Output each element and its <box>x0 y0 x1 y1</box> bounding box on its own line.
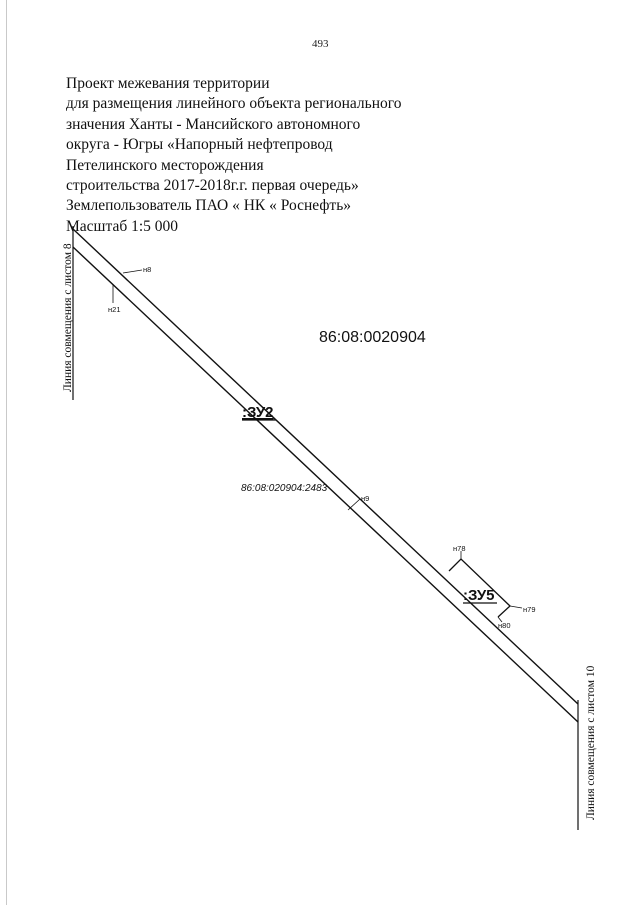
title-line-3: значения Ханты - Мансийского автономного <box>66 115 361 133</box>
zone-label-zu2: :ЗУ2 <box>242 404 274 421</box>
cadastral-block-number: 86:08:0020904 <box>319 329 426 346</box>
title-line-5: Петелинского месторождения <box>66 156 264 174</box>
title-line-7: Землепользователь ПАО « НК « Роснефть» <box>66 197 352 215</box>
title-line-2: для размещения линейного объекта региона… <box>66 95 402 113</box>
leader-n9 <box>347 498 361 511</box>
point-label-n78: н78 <box>453 544 465 553</box>
title-line-6: строительства 2017-2018г.г. первая очере… <box>66 177 359 195</box>
corridor-lower-boundary <box>72 246 579 723</box>
parcel-number: 86:08:020904:2483 <box>241 483 328 494</box>
zu5-extension-boundary <box>448 558 511 618</box>
binding-margin-line <box>6 0 7 905</box>
left-match-line-label: Линия совмещения с листом 8 <box>62 243 74 392</box>
point-label-n80: н80 <box>498 621 510 630</box>
title-line-1: Проект межевания территории <box>66 75 270 92</box>
leader-n8 <box>122 269 143 274</box>
title-block: Проект межевания территории для размещен… <box>66 74 402 237</box>
point-label-n79: н79 <box>523 605 535 614</box>
scale-label: Масштаб 1:5 000 <box>66 217 179 235</box>
corridor-upper-boundary <box>72 228 579 705</box>
leader-n80 <box>497 616 503 623</box>
right-match-line-label: Линия совмещения с листом 10 <box>585 665 597 820</box>
point-label-n9: н9 <box>361 494 369 503</box>
leader-n79 <box>509 605 523 609</box>
page-number: 493 <box>312 38 329 50</box>
title-line-4: округа - Югры «Напорный нефтепровод <box>66 136 333 154</box>
point-label-n21: н21 <box>108 305 120 314</box>
zone-label-zu5: :ЗУ5 <box>463 587 495 604</box>
point-label-n8: н8 <box>143 265 151 274</box>
